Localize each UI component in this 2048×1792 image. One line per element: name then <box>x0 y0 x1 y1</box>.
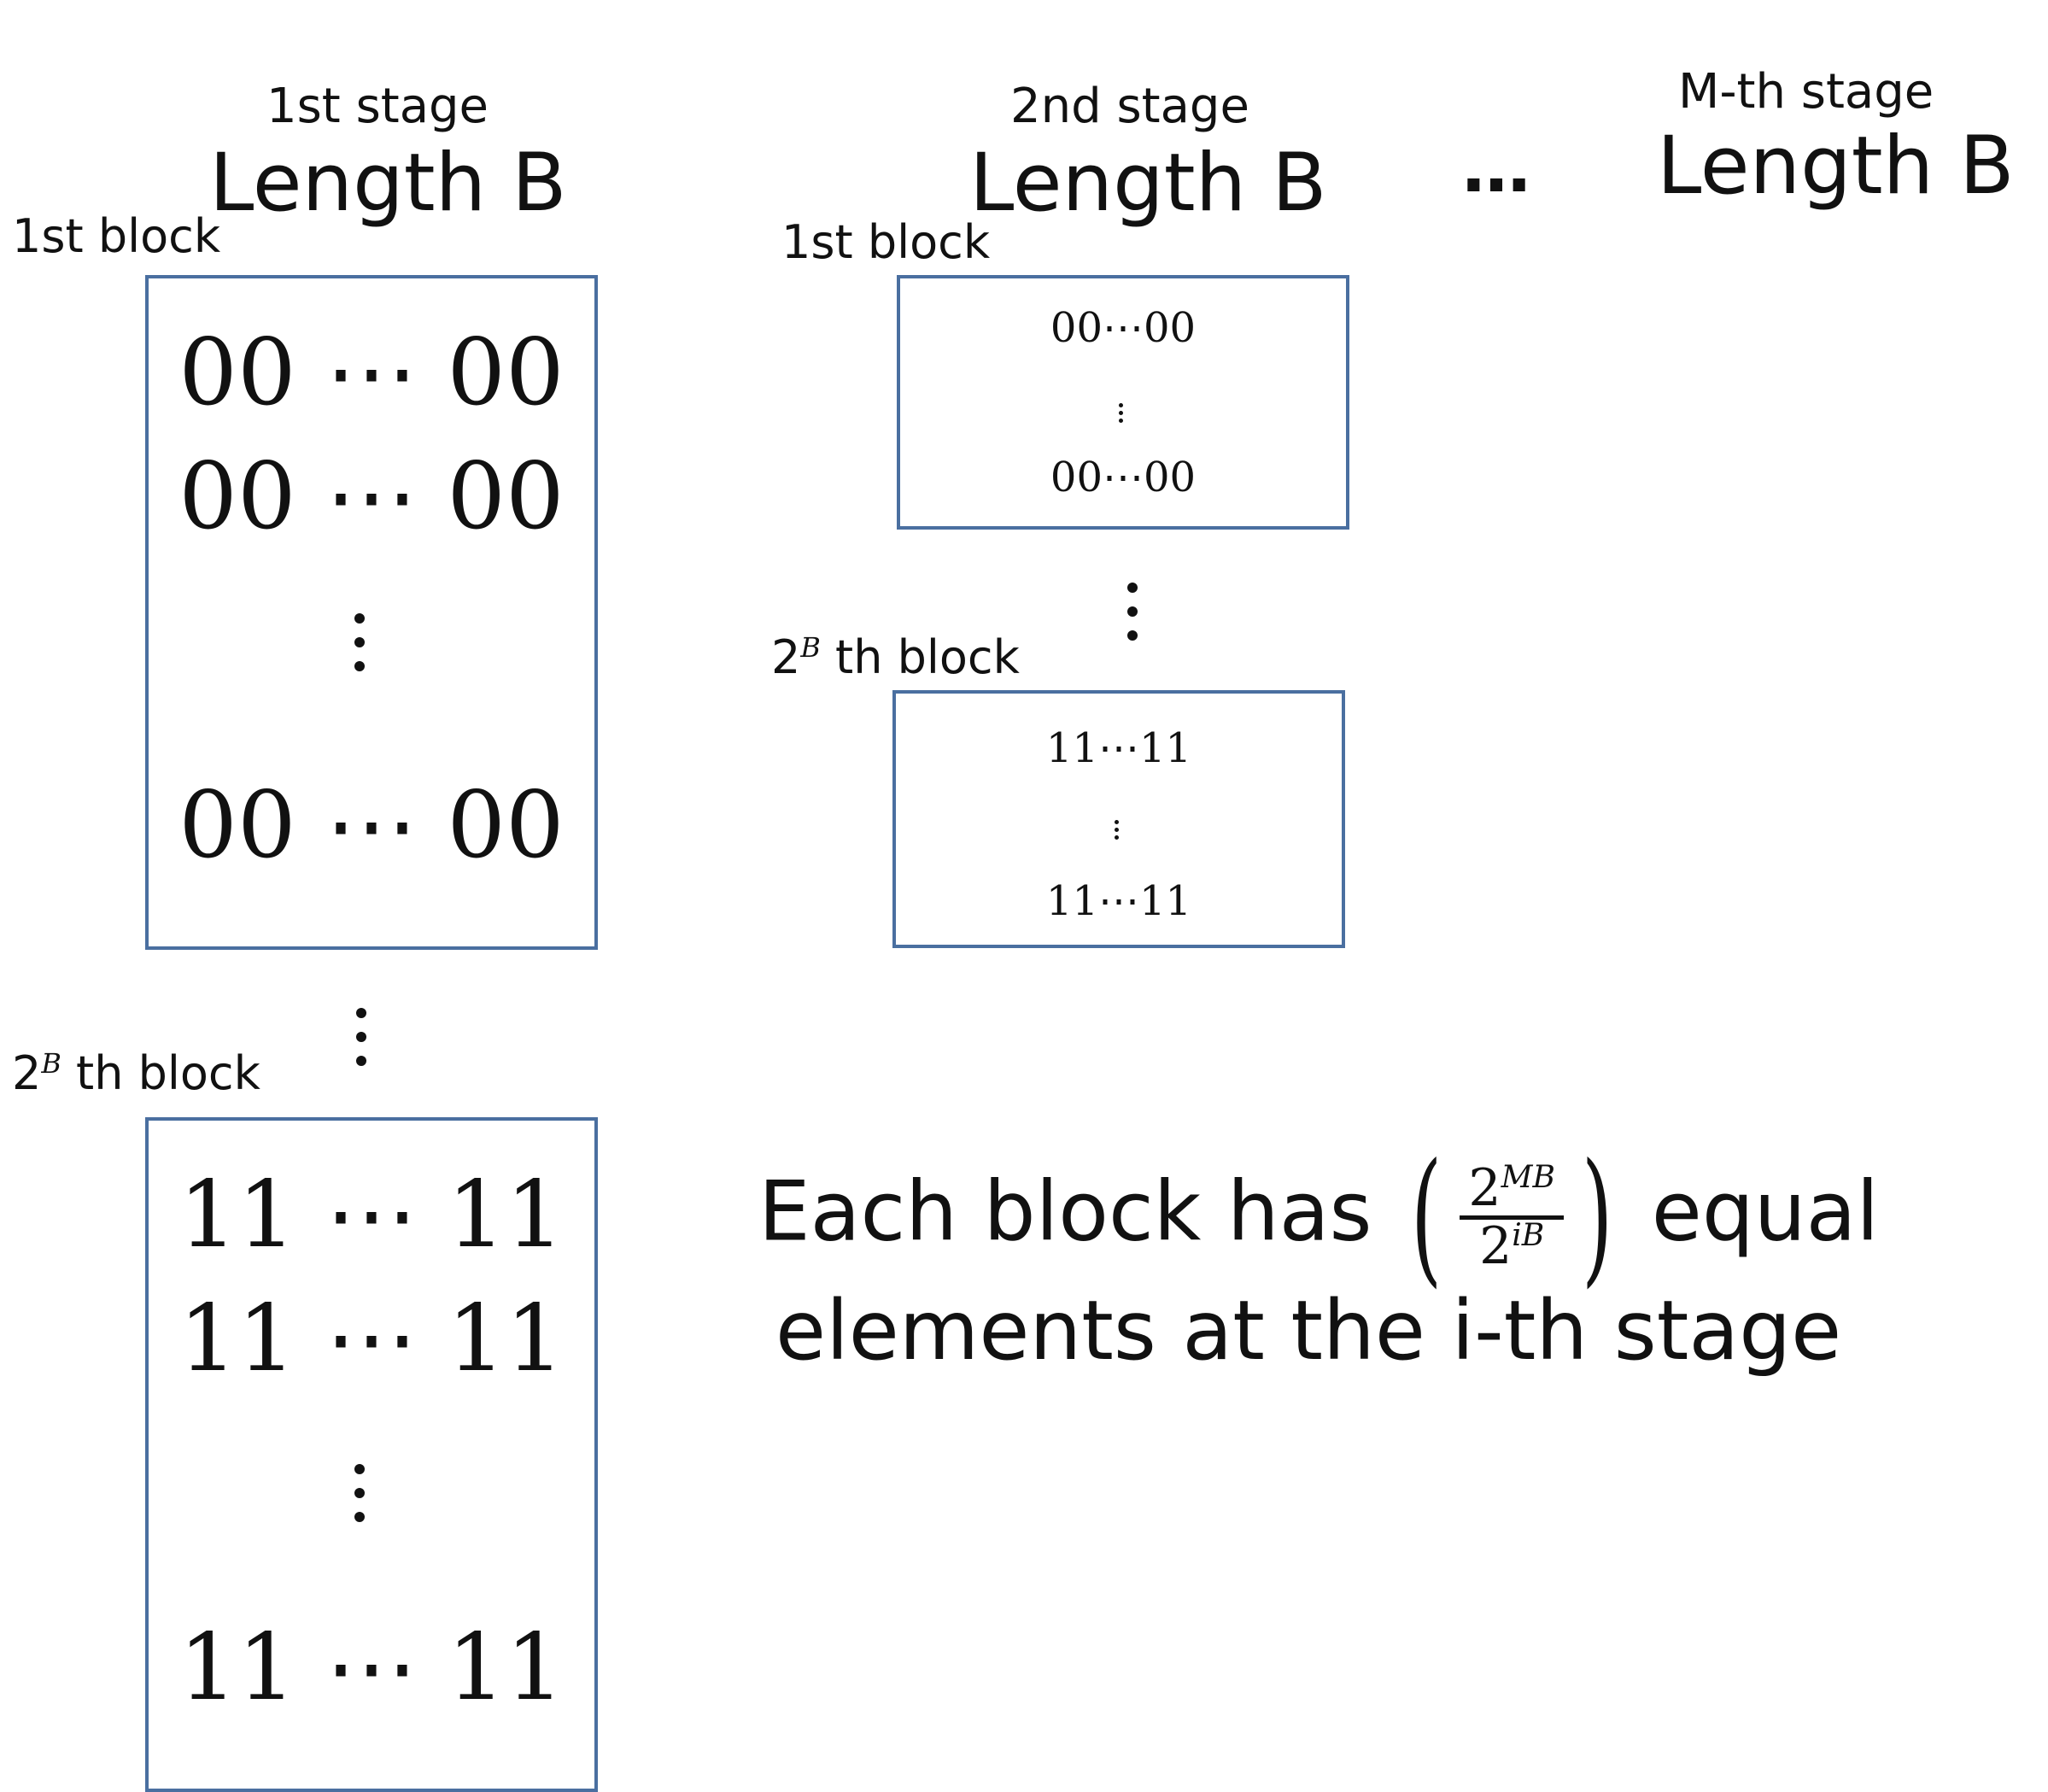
stage-1-label: 1st stage <box>266 79 489 134</box>
fraction-numerator-exponent: MB <box>1501 1159 1555 1195</box>
vertical-ellipsis-icon <box>354 613 365 671</box>
stage-gap-ellipsis: … <box>1462 128 1534 208</box>
block-label-rest: th block <box>820 630 1020 684</box>
block-label-sup: B <box>800 631 821 664</box>
block-note-line-1: Each block has ( 2MB 2iB ) equal <box>758 1145 1879 1290</box>
stage-1-last-block-label: 2B th block <box>12 1046 260 1100</box>
block-label-sup: B <box>41 1047 61 1080</box>
note-text-before: Each block has <box>758 1163 1372 1260</box>
block-label-base: 2 <box>771 630 801 684</box>
block-row: 11 ⋯ 11 <box>178 1614 565 1721</box>
right-paren-icon: ) <box>1581 1133 1613 1302</box>
block-row: 00 ⋯ 00 <box>178 443 565 550</box>
stage-1-length-label: Length B <box>209 137 567 230</box>
note-text-after: equal <box>1651 1163 1880 1260</box>
stage-2-first-block: 00⋯00 00⋯00 <box>897 275 1349 530</box>
vertical-ellipsis-icon <box>354 1464 365 1522</box>
block-row: 00 ⋯ 00 <box>178 772 565 879</box>
stage-1-last-block: 11 ⋯ 11 11 ⋯ 11 11 ⋯ 11 <box>145 1117 598 1792</box>
block-row: 00⋯00 <box>1050 304 1197 352</box>
block-row: 00 ⋯ 00 <box>178 319 565 426</box>
stage-m-length-label: Length B <box>1657 120 2015 213</box>
stage-2-last-block-label: 2B th block <box>771 630 1020 684</box>
vertical-ellipsis-icon <box>1127 583 1138 641</box>
block-note-line-2: elements at the i-th stage <box>775 1283 1842 1379</box>
stage-2-last-block: 11⋯11 11⋯11 <box>892 690 1345 948</box>
fraction-denominator-exponent: iB <box>1512 1217 1545 1253</box>
block-row: 11⋯11 <box>1045 724 1192 772</box>
fraction-numerator-base: 2 <box>1468 1157 1501 1218</box>
stage-2-first-block-label: 1st block <box>781 215 991 269</box>
block-label-rest: th block <box>61 1046 260 1100</box>
left-paren-icon: ( <box>1410 1133 1442 1302</box>
stage-1-first-block: 00 ⋯ 00 00 ⋯ 00 00 ⋯ 00 <box>145 275 598 950</box>
fraction-denominator-base: 2 <box>1479 1215 1513 1276</box>
block-row: 11⋯11 <box>1045 877 1192 925</box>
binomial-fraction: 2MB 2iB <box>1460 1159 1564 1276</box>
vertical-ellipsis-icon <box>1119 403 1124 423</box>
block-label-base: 2 <box>12 1046 42 1100</box>
block-row: 11 ⋯ 11 <box>178 1285 565 1392</box>
stage-2-length-label: Length B <box>969 137 1327 230</box>
stage-m-label: M-th stage <box>1678 64 1934 120</box>
stage-1-first-block-label: 1st block <box>12 209 221 263</box>
stage-2-label: 2nd stage <box>1010 79 1249 134</box>
vertical-ellipsis-icon <box>1115 820 1120 840</box>
block-row: 11 ⋯ 11 <box>178 1162 565 1268</box>
vertical-ellipsis-icon <box>356 1008 366 1066</box>
block-row: 00⋯00 <box>1050 454 1197 501</box>
